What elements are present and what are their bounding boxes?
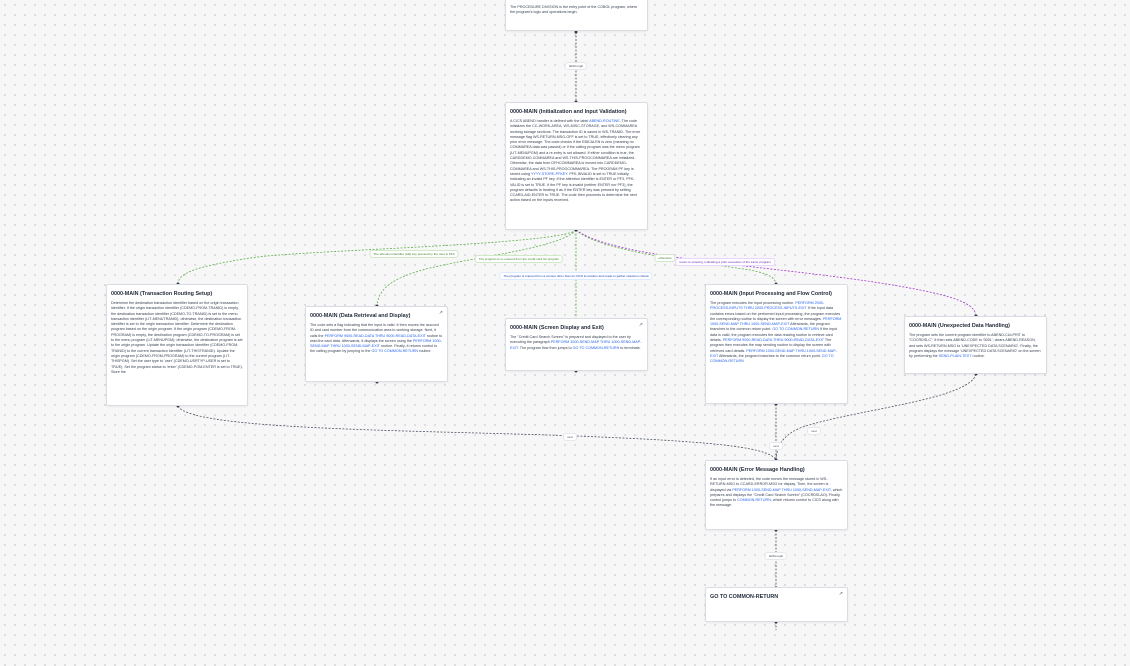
- body-text: The "Credit Card Search Screen" is prepa…: [510, 335, 631, 345]
- body-text: , which prepares and displays the "Credi…: [710, 487, 843, 503]
- paragraph-link[interactable]: GO TO COMMON-RETURN: [572, 345, 620, 350]
- paragraph-link[interactable]: YYYY-STORE-PFKEY: [531, 171, 568, 176]
- body-text: The program then executes the map sendin…: [710, 338, 832, 353]
- paragraph-link[interactable]: COMMON-RETURN: [737, 498, 771, 503]
- body-text: If the input data is valid, the program …: [710, 327, 838, 343]
- node-data-retrieval[interactable]: ↗ 0000-MAIN (Data Retrieval and Display)…: [305, 306, 448, 382]
- body-text: to terminate.: [619, 345, 641, 350]
- node-body: If an input error is detected, the code …: [710, 477, 843, 509]
- body-text: . The code initializes the CC-WORK-AREA,…: [510, 119, 641, 176]
- node-common-return[interactable]: ↗ GO TO COMMON-RETURN: [705, 587, 848, 622]
- node-title: 0000-MAIN (Error Message Handling): [710, 467, 805, 473]
- node-error-message[interactable]: 0000-MAIN (Error Message Handling) If an…: [705, 460, 848, 530]
- edge-init-to-routing: [177, 229, 577, 285]
- body-text: If the input data contains errors based …: [710, 306, 841, 321]
- edge-label-return-to-entering: return to entering, indicating a prior e…: [675, 258, 775, 266]
- edge-label-fallthrough: fallthrough: [564, 62, 588, 70]
- paragraph-link[interactable]: PERFORM 2000-PROCESS-INPUTS THRU 2000-PR…: [710, 301, 825, 311]
- paragraph-link[interactable]: ABEND-ROUTINE: [589, 119, 620, 123]
- node-body: The code sets a flag indicating that the…: [310, 323, 443, 355]
- paragraph-link[interactable]: GO TO COMMON-RETURN: [772, 327, 819, 332]
- node-title: GO TO COMMON-RETURN: [710, 594, 779, 600]
- edge-routing-to-error: [177, 405, 777, 461]
- node-body: The program executes the input processin…: [710, 301, 843, 365]
- edge-init-to-input: [575, 229, 777, 285]
- body-text: . PFK-INVALID is set to TRUE initially, …: [510, 171, 637, 203]
- node-handle[interactable]: [574, 369, 578, 373]
- edge-label-next-input: next: [769, 442, 783, 450]
- body-text: . The program flow then jumps to: [517, 345, 573, 350]
- body-text: , which returns control to CICS along wi…: [710, 498, 839, 508]
- paragraph-link[interactable]: PERFORM 1000-SEND-MAP THRU 1000-SEND-MAP…: [510, 340, 642, 350]
- body-text: routine.: [971, 354, 985, 359]
- body-text: routine to read the card data. Afterward…: [310, 333, 443, 343]
- edge-init-to-retrieval: [376, 229, 577, 307]
- node-procedure-division[interactable]: The PROCEDURE DIVISION is the entry poin…: [505, 0, 648, 31]
- node-handle[interactable]: [574, 228, 578, 232]
- body-text: The code sets a flag indicating that the…: [310, 323, 439, 338]
- node-title: 0000-MAIN (Input Processing and Flow Con…: [710, 291, 832, 297]
- body-text: routine. Finally, it returns control to …: [310, 344, 438, 354]
- external-link-icon[interactable]: ↗: [838, 591, 843, 597]
- node-body: Determine the destination transaction id…: [111, 301, 243, 374]
- external-link-icon[interactable]: ↗: [638, 322, 643, 328]
- external-link-icon[interactable]: ↗: [438, 310, 443, 316]
- node-handle[interactable]: [774, 528, 778, 532]
- edge-label-from-card-list: The program is re-entered from the credi…: [474, 255, 564, 263]
- node-body: A CICS ABEND handler is defined with the…: [510, 119, 643, 204]
- paragraph-link[interactable]: GO TO COMMON-RETURN: [710, 353, 834, 364]
- edge-label-fallthrough-2: fallthrough: [764, 552, 788, 560]
- edge-label-pf3: The attention identifier (aid) key press…: [369, 250, 459, 258]
- paragraph-link[interactable]: PERFORM 9000-READ-DATA THRU 9000-READ-DA…: [324, 333, 426, 338]
- node-handle[interactable]: [774, 620, 778, 624]
- node-title: 0000-MAIN (Screen Display and Exit): [510, 325, 604, 331]
- body-text: The program executes the input processin…: [710, 301, 796, 305]
- node-body: The PROCEDURE DIVISION is the entry poin…: [510, 5, 638, 15]
- node-title: 0000-MAIN (Initialization and Input Vali…: [510, 109, 627, 115]
- body-text: If an input error is detected, the code …: [710, 477, 829, 492]
- node-handle[interactable]: [774, 402, 778, 406]
- node-main-initialization[interactable]: 0000-MAIN (Initialization and Input Vali…: [505, 102, 648, 230]
- node-handle[interactable]: [375, 380, 379, 384]
- node-title: 0000-MAIN (Data Retrieval and Display): [310, 313, 411, 319]
- node-handle[interactable]: [574, 30, 578, 34]
- edge-init-to-unexpected: [575, 229, 977, 317]
- body-text: The program sets the current program ide…: [909, 333, 1041, 359]
- node-body: The "Credit Card Search Screen" is prepa…: [510, 335, 643, 351]
- edge-label-otherwise: otherwise: [654, 254, 676, 262]
- paragraph-link[interactable]: PERFORM 1000-SEND-MAP THRU 1000-SEND-MAP…: [710, 348, 837, 358]
- edge-label-next-unexpected: next: [807, 427, 821, 435]
- edge-label-from-other: The program is entered from a context ot…: [499, 272, 653, 280]
- node-title: 0000-MAIN (Transaction Routing Setup): [111, 291, 213, 297]
- paragraph-link[interactable]: PERFORM 1000-SEND-MAP THRU 1000-SEND-MAP…: [310, 338, 442, 349]
- body-text: Afterwards, the program branches to the …: [718, 353, 822, 358]
- node-unexpected-data[interactable]: 0000-MAIN (Unexpected Data Handling) The…: [904, 316, 1047, 374]
- node-handle[interactable]: [176, 404, 180, 408]
- node-screen-display[interactable]: ↗ 0000-MAIN (Screen Display and Exit) Th…: [505, 318, 648, 371]
- node-title: 0000-MAIN (Unexpected Data Handling): [909, 323, 1010, 329]
- node-body: The program sets the current program ide…: [909, 333, 1042, 359]
- node-transaction-routing[interactable]: 0000-MAIN (Transaction Routing Setup) De…: [106, 284, 248, 406]
- node-input-processing[interactable]: 0000-MAIN (Input Processing and Flow Con…: [705, 284, 848, 404]
- paragraph-link[interactable]: SEND-PLAIN-TEXT: [938, 354, 972, 359]
- body-text: A CICS ABEND handler is defined with the…: [510, 119, 590, 123]
- paragraph-link[interactable]: PERFORM 9000-READ-DATA THRU 9000-READ-DA…: [722, 338, 824, 343]
- paragraph-link[interactable]: GO TO COMMON-RETURN: [371, 349, 419, 354]
- edge-unexpected-to-error: [775, 373, 977, 461]
- paragraph-link[interactable]: PERFORM 1000-SEND-MAP THRU 1000-SEND-MAP…: [732, 487, 831, 492]
- edge-label-next-routing: next: [563, 433, 577, 441]
- body-text: routine.: [418, 349, 432, 354]
- paragraph-link[interactable]: PERFORM 1000-SEND-MAP THRU 1000-SEND-MAP…: [710, 316, 842, 327]
- node-handle[interactable]: [974, 372, 978, 376]
- body-text: Afterwards, the program branches to the …: [710, 322, 830, 332]
